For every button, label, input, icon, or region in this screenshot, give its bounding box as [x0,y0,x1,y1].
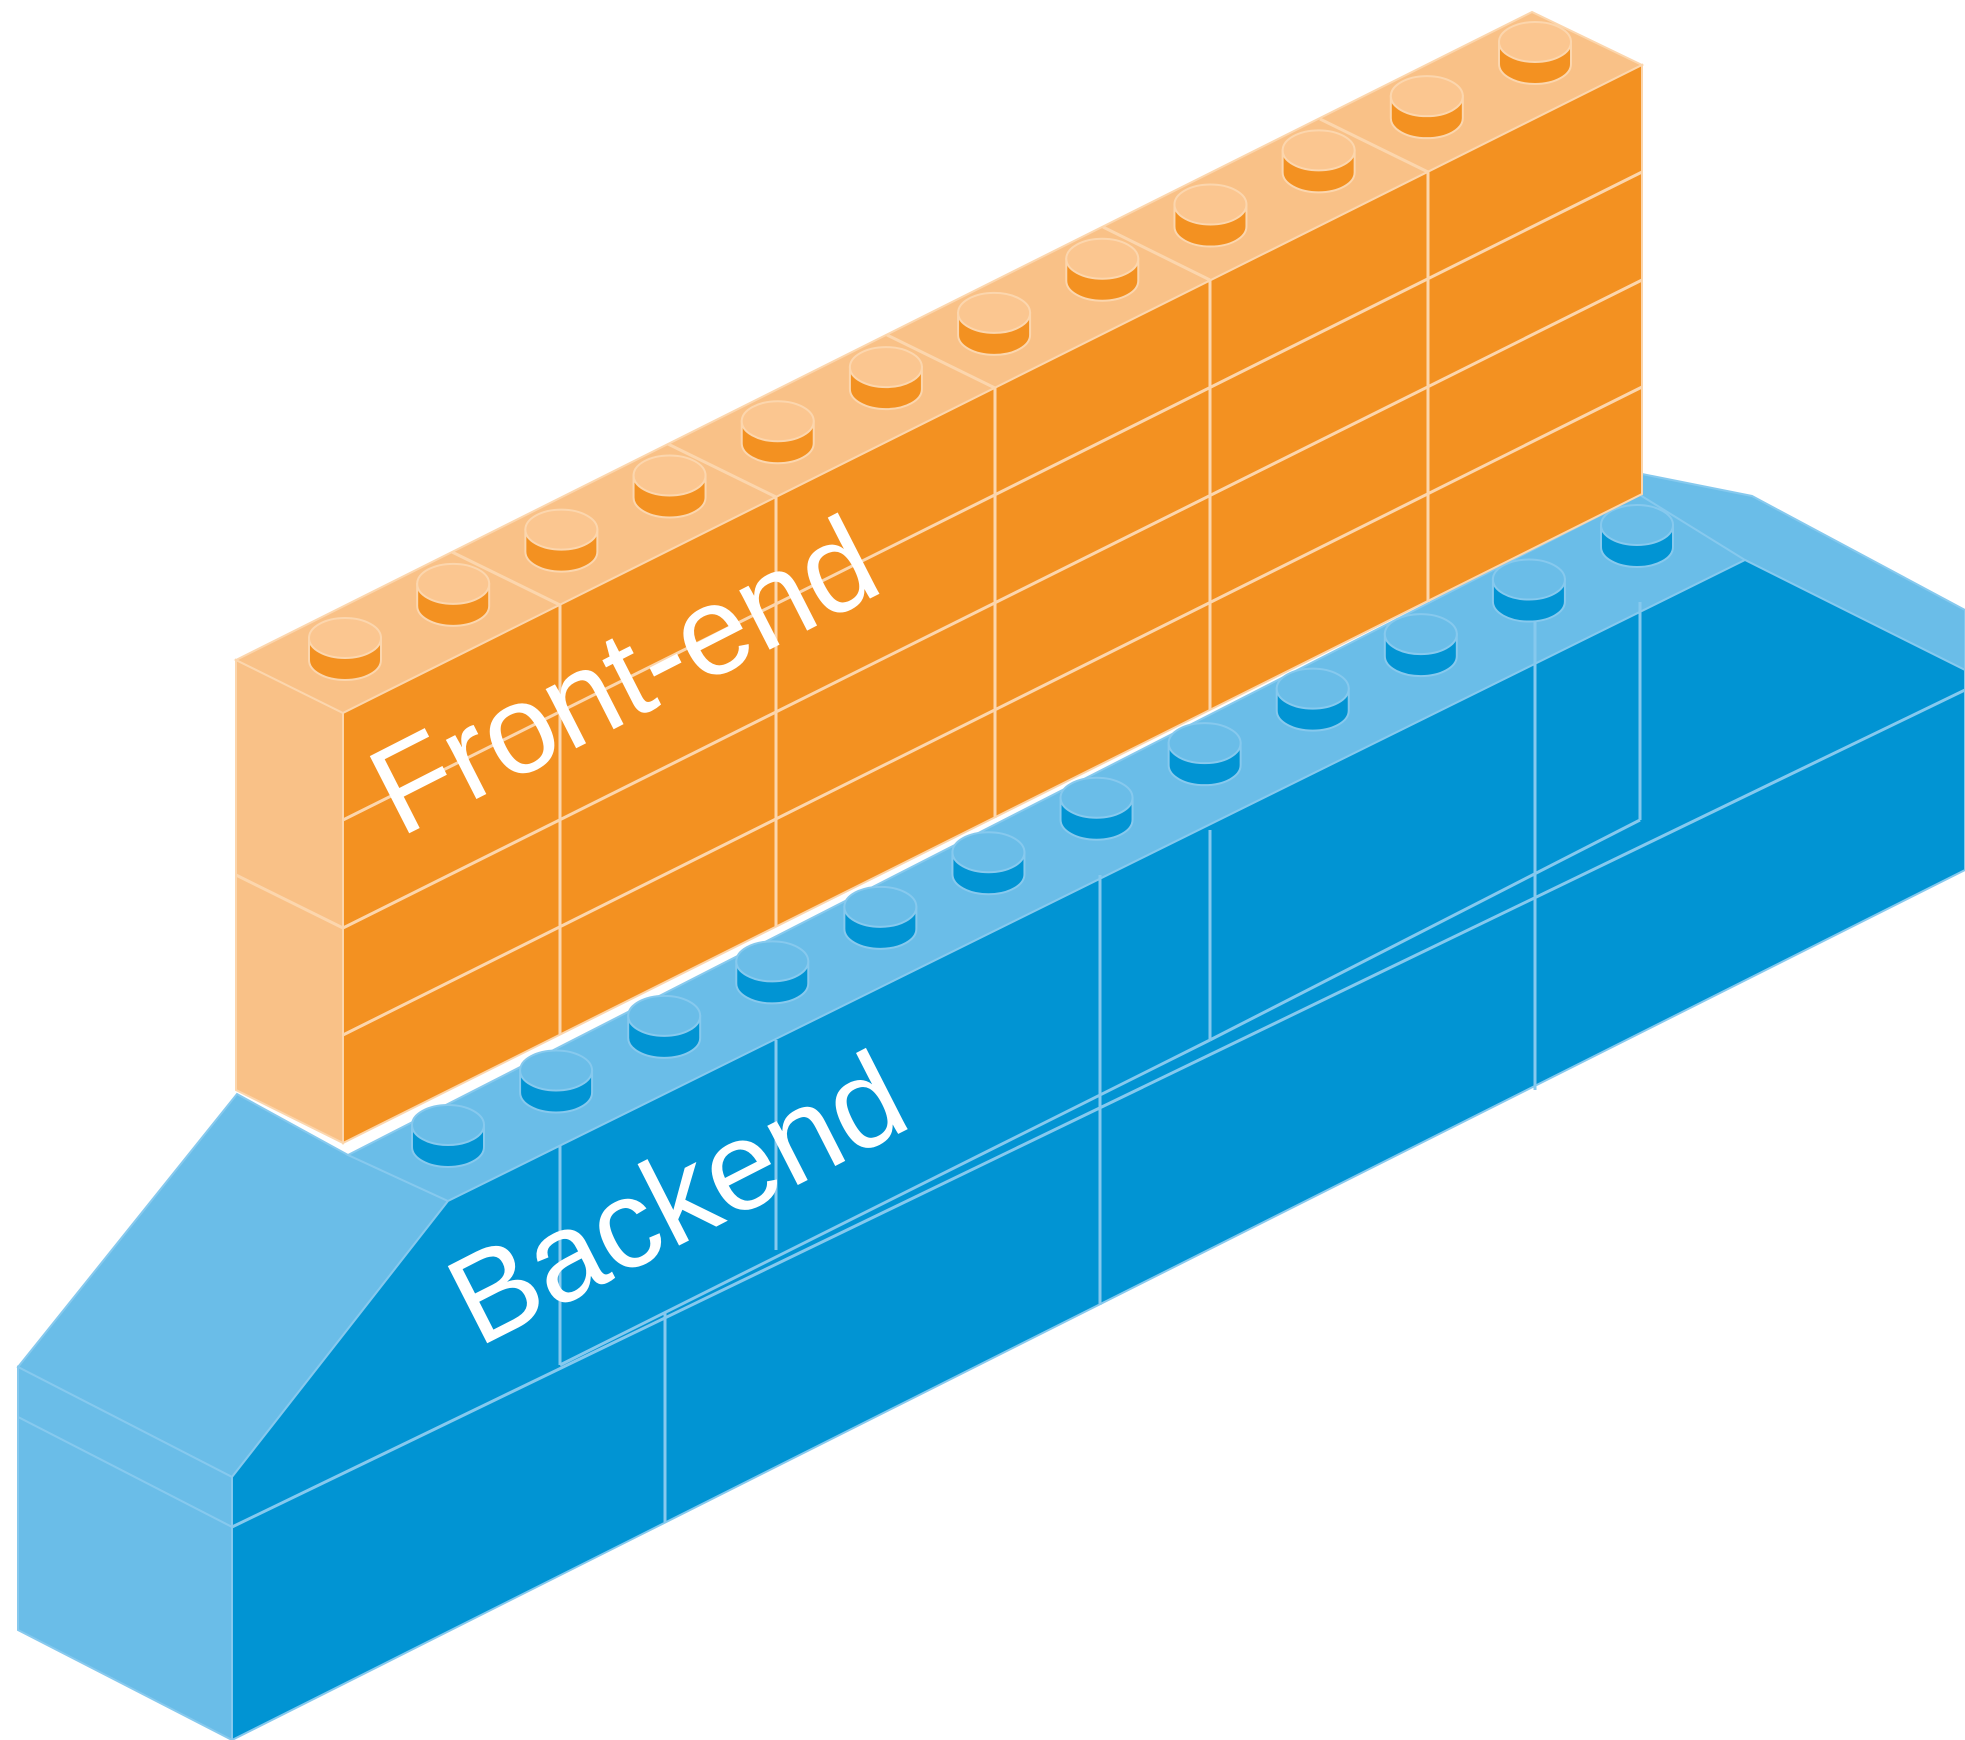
backend-brick-seams [231,600,1965,1529]
frontend-stud [1389,75,1464,140]
frontend-stud [416,562,491,627]
backend-stud [1491,558,1566,623]
frontend-stud [1281,129,1356,194]
frontend-studs [308,21,1572,681]
frontend-stud [1173,183,1248,248]
backend-stud [1600,504,1674,568]
frontend-stud [740,400,815,465]
frontend-stud [848,346,923,411]
backend-stud [1059,776,1134,841]
backend-stud [843,885,918,950]
backend-stud [951,831,1026,895]
frontend-block: Front-end [233,10,1645,1145]
frontend-stud [1065,237,1140,302]
frontend-brick-seams [235,117,1643,1037]
backend-stud [1275,667,1350,732]
backend-stud [1167,722,1242,787]
backend-left-end-lower [17,1415,233,1740]
backend-stud [1383,613,1458,678]
backend-studs [411,504,1674,1168]
frontend-stud [957,291,1032,356]
backend-stud [519,1049,594,1114]
frontend-stud [1498,21,1572,85]
backend-stud [627,994,702,1059]
frontend-stud [308,617,382,681]
backend-block: Backend [16,472,1965,1740]
frontend-stud [632,454,707,519]
backend-stud [735,940,810,1005]
backend-stud [411,1104,485,1168]
frontend-stud [524,508,599,573]
